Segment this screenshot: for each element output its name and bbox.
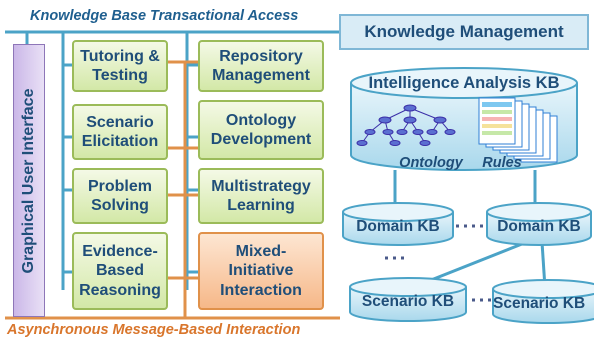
module-multistrategy-learning: Multistrategy Learning bbox=[198, 168, 324, 224]
module-ontology-development: Ontology Development bbox=[198, 100, 324, 160]
transactional-access-caption: Knowledge Base Transactional Access bbox=[30, 8, 299, 24]
scenario-kb-label-2: Scenario KB bbox=[493, 295, 586, 313]
module-mixed-initiative-interaction: Mixed- Initiative Interaction bbox=[198, 232, 324, 310]
domain-kb-label-1: Domain KB bbox=[356, 218, 440, 236]
scenario-kb-cylinder-1 bbox=[349, 277, 467, 322]
transactional-access-bus bbox=[5, 30, 340, 290]
module-evidence-based-reasoning: Evidence- Based Reasoning bbox=[72, 232, 168, 310]
message-bus bbox=[5, 60, 340, 320]
domain-kb-label-2: Domain KB bbox=[497, 218, 581, 236]
knowledge-management-box: Knowledge Management bbox=[339, 14, 589, 50]
scenario-kb-cylinder-2 bbox=[492, 279, 594, 324]
rules-cards-icon bbox=[478, 97, 558, 163]
ontology-label: Ontology bbox=[399, 154, 463, 171]
module-repository-management: Repository Management bbox=[198, 40, 324, 92]
kb-dotted-links bbox=[385, 224, 492, 302]
module-problem-solving: Problem Solving bbox=[72, 168, 168, 224]
gui-panel: Graphical User Interface bbox=[13, 44, 45, 317]
module-tutoring-testing: Tutoring & Testing bbox=[72, 40, 168, 92]
domain-kb-cylinder-1 bbox=[342, 202, 454, 246]
domain-kb-cylinder-2 bbox=[486, 202, 592, 246]
module-scenario-elicitation: Scenario Elicitation bbox=[72, 104, 168, 160]
ontology-tree-icon bbox=[356, 104, 456, 146]
scenario-kb-label-1: Scenario KB bbox=[361, 293, 455, 311]
message-interaction-caption: Asynchronous Message-Based Interaction bbox=[7, 322, 301, 338]
rules-label: Rules bbox=[482, 154, 522, 171]
intelligence-kb-title: Intelligence Analysis KB bbox=[368, 73, 560, 92]
gui-label: Graphical User Interface bbox=[20, 88, 37, 273]
